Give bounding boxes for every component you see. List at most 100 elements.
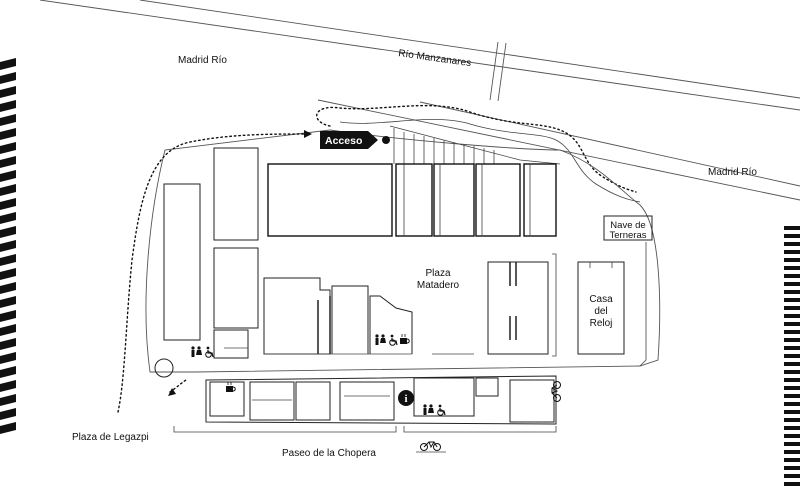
label-nave-line2: Terneras (610, 230, 647, 241)
stripe (784, 362, 800, 366)
canopy-edge (389, 125, 561, 165)
stripe (0, 226, 16, 238)
buildings-east-center (487, 253, 557, 357)
coffee-south[interactable] (226, 382, 236, 392)
riverside-path-edge (339, 119, 641, 203)
wheelchair-icon (389, 334, 398, 346)
label-madrid-rio-top: Madrid Río (178, 55, 227, 66)
riverside-roads (39, 0, 800, 201)
label-madrid-rio-right: Madrid Río (708, 167, 757, 178)
toilets-icon (423, 404, 434, 415)
stripe (784, 226, 800, 230)
bicycle-icon (551, 381, 561, 402)
stripe (784, 482, 800, 486)
stripe (0, 352, 16, 364)
acceso-marker[interactable]: Acceso (320, 131, 390, 149)
label-rio-manzanares: Río Manzanares (398, 48, 472, 69)
stripe (0, 422, 16, 434)
stripe (0, 170, 16, 182)
stripe (784, 242, 800, 246)
stripe (0, 268, 16, 280)
coffee-icon (226, 382, 236, 392)
stripe (784, 370, 800, 374)
toilets-south[interactable] (423, 404, 446, 416)
bike-parking-south[interactable] (420, 441, 441, 451)
stripe (0, 338, 16, 350)
label-casa-line2: del (594, 306, 607, 317)
stripe (784, 426, 800, 430)
stripe (784, 298, 800, 302)
stripe (784, 410, 800, 414)
stripe (0, 114, 16, 126)
stripe (0, 142, 16, 154)
toilets-icon (375, 334, 386, 345)
info-point[interactable]: i (398, 390, 414, 406)
stripe (0, 394, 16, 406)
stripe (0, 310, 16, 322)
casa-del-reloj-building (577, 261, 625, 355)
stripe (0, 72, 16, 84)
stripe (784, 466, 800, 470)
stripe (0, 156, 16, 168)
label-paseo-de-la-chopera: Paseo de la Chopera (282, 448, 376, 459)
label-plaza-line1: Plaza (425, 268, 450, 279)
stripe (0, 366, 16, 378)
stripe (784, 434, 800, 438)
paseo-bracket (173, 426, 557, 453)
toilets-west[interactable] (191, 346, 214, 358)
stripe (0, 184, 16, 196)
label-casa-line1: Casa (589, 294, 613, 305)
riverside-path (316, 104, 637, 193)
stripe (784, 266, 800, 270)
buildings-central (263, 277, 474, 355)
stripe (784, 346, 800, 350)
stripe (0, 296, 16, 308)
toilets-icon (191, 346, 202, 357)
stripe (784, 258, 800, 262)
stripe (784, 402, 800, 406)
stripe (784, 234, 800, 238)
stripe (0, 212, 16, 224)
route-arrow-head (304, 130, 312, 138)
stripe (0, 100, 16, 112)
bike-parking-east[interactable] (551, 381, 561, 402)
stripe (784, 450, 800, 454)
stripe (784, 418, 800, 422)
acceso-label: Acceso (325, 135, 362, 147)
right-edge-stripes (784, 226, 800, 486)
stripe (0, 324, 16, 336)
buildings-south (205, 375, 557, 425)
label-nave-line1: Nave de (610, 220, 645, 231)
stripe (784, 386, 800, 390)
stripe (784, 322, 800, 326)
coffee-icon (400, 334, 410, 344)
stripe (784, 330, 800, 334)
left-edge-stripes (0, 58, 16, 434)
stripe (784, 354, 800, 358)
toilets-central[interactable] (375, 334, 410, 346)
stripe (784, 394, 800, 398)
info-icon: i (404, 393, 407, 405)
stripe (784, 250, 800, 254)
stripe (784, 442, 800, 446)
buildings-north (213, 147, 557, 241)
label-casa-line3: Reloj (590, 318, 613, 329)
stripe (0, 198, 16, 210)
site-boundary (145, 129, 661, 373)
stripe (784, 282, 800, 286)
entrance-canopy (389, 125, 561, 165)
stripe (0, 282, 16, 294)
bicycle-icon (420, 441, 441, 451)
wheelchair-icon (205, 346, 214, 358)
wheelchair-icon (437, 404, 446, 416)
access-route (117, 133, 309, 413)
stripe (784, 274, 800, 278)
stripe (784, 458, 800, 462)
stripe (0, 128, 16, 140)
legazpi-arrow-head (168, 388, 176, 396)
stripe (784, 474, 800, 478)
stripe (0, 408, 16, 420)
building-west (154, 183, 259, 378)
stripe (0, 380, 16, 392)
